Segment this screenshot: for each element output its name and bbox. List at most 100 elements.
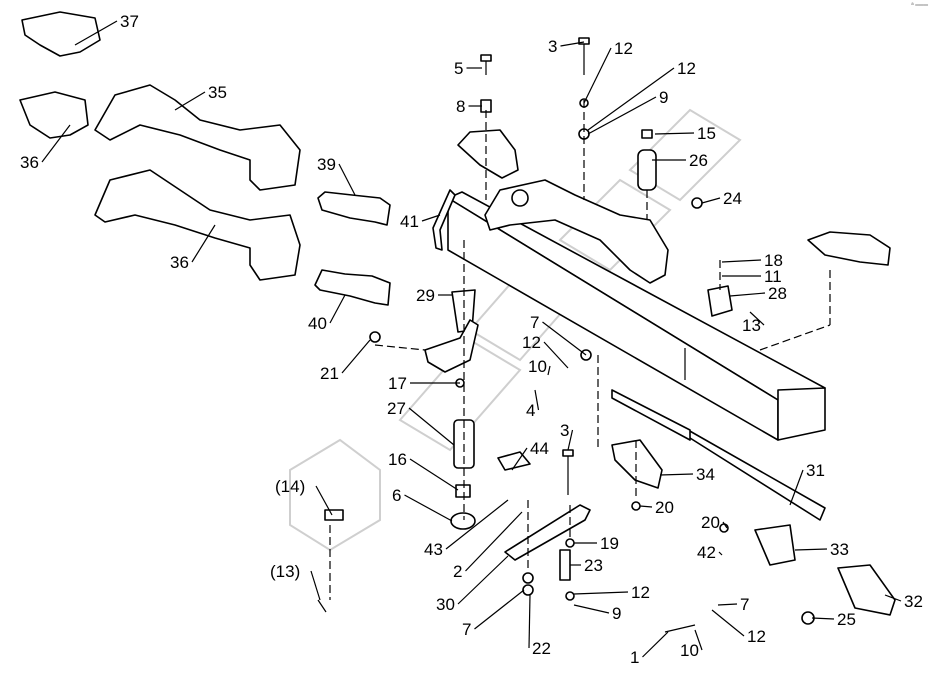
leader-line	[174, 91, 206, 111]
callout-34: 34	[659, 465, 715, 484]
callout-label: 8	[456, 97, 465, 116]
callout-label: 43	[424, 540, 443, 559]
callout-42: 42	[697, 543, 723, 562]
callout-label: 25	[837, 610, 856, 629]
leader-line	[573, 604, 610, 614]
callout-label: 37	[120, 12, 139, 31]
plate-40	[314, 269, 391, 306]
callout-6: 6	[392, 486, 453, 522]
callout-5: 5	[454, 59, 482, 78]
leader-line	[711, 609, 745, 637]
callout-37: 37	[74, 12, 139, 46]
callout-label: 7	[530, 313, 539, 332]
callout-label: 13	[742, 316, 761, 335]
callout-label: 16	[388, 450, 407, 469]
leader-line	[884, 594, 902, 602]
callout-11: 11	[722, 267, 782, 286]
callout-label: 15	[697, 124, 716, 143]
callout-label: 36	[170, 253, 189, 272]
callout-label: 20	[701, 513, 720, 532]
bar-upper	[611, 389, 691, 441]
callout-36: 36	[170, 224, 216, 272]
callout-39: 39	[317, 155, 356, 196]
callout-label: 33	[830, 540, 849, 559]
plate-36-small	[19, 91, 89, 139]
leader-line	[789, 469, 804, 506]
callout-29: 29	[416, 286, 452, 305]
callout-label: 6	[392, 486, 401, 505]
callout-24: 24	[701, 189, 742, 208]
callout-label: 44	[530, 439, 549, 458]
callout-3: 3	[548, 37, 585, 56]
callout-label: 22	[532, 639, 551, 658]
callout-23: 23	[570, 556, 603, 575]
callout-41: 41	[400, 212, 441, 231]
bracket-28	[707, 285, 733, 317]
callout-label: 26	[689, 151, 708, 170]
callout-2: 2	[453, 511, 523, 581]
callout-label: 12	[614, 39, 633, 58]
callout-31: 31	[789, 461, 825, 506]
callout-12: 12	[711, 609, 766, 646]
plate-right	[807, 231, 891, 266]
plate-37	[21, 11, 101, 57]
callout-25: 25	[811, 610, 856, 629]
callout-32: 32	[884, 592, 923, 611]
callout-20: 20	[701, 513, 728, 532]
callout-label: 7	[740, 595, 749, 614]
leader-line	[547, 365, 551, 376]
leader-line	[721, 259, 762, 263]
callout-label: 11	[764, 267, 782, 286]
callout-40: 40	[308, 294, 346, 333]
leader-line	[315, 485, 333, 516]
callout-label: 17	[388, 374, 407, 393]
callout-label: 32	[904, 592, 923, 611]
callout-label: 4	[526, 401, 535, 420]
leader-line	[587, 96, 657, 135]
callout-label: (14)	[275, 477, 305, 496]
callout-label: 7	[462, 620, 471, 639]
callout-label: 19	[600, 534, 619, 553]
leader-line	[457, 555, 509, 605]
callout-label: 12	[747, 627, 766, 646]
leader-line	[409, 458, 459, 491]
leader-line	[338, 163, 356, 196]
leader-line	[528, 594, 531, 649]
leader-line	[639, 505, 653, 508]
callout-label: 34	[696, 465, 715, 484]
callout-27: 27	[387, 399, 455, 446]
callout-9: 9	[587, 88, 668, 135]
leader-line	[542, 321, 587, 356]
leader-line	[587, 67, 675, 131]
callout-label: 28	[768, 284, 787, 303]
pin-26	[637, 149, 657, 191]
leader-line	[722, 521, 728, 529]
callout-36: 36	[20, 124, 71, 172]
callout-label: 42	[697, 543, 716, 562]
callout-label: 3	[560, 421, 569, 440]
callout-12: 12	[587, 59, 696, 131]
leader-line	[567, 429, 574, 451]
callout-9: 9	[573, 604, 621, 623]
callout-13: (13)	[270, 562, 321, 601]
plate-35	[94, 84, 301, 191]
callout-label: 18	[764, 251, 783, 270]
callout-44: 44	[511, 439, 549, 471]
leader-line	[749, 311, 765, 326]
callout-10: 10	[680, 629, 703, 660]
leader-line	[573, 591, 629, 595]
plate-36	[94, 169, 301, 281]
arm-bracket	[424, 319, 479, 373]
callout-33: 33	[794, 540, 849, 559]
leader-line	[41, 124, 71, 163]
callout-label: 10	[528, 357, 547, 376]
callout-label: 30	[436, 595, 455, 614]
callout-12: 12	[522, 333, 569, 369]
assembly-lines	[329, 100, 831, 600]
leader-line	[560, 41, 585, 47]
callout-4: 4	[526, 389, 540, 420]
callout-label: 12	[677, 59, 696, 78]
callout-label: 12	[631, 583, 650, 602]
callout-20: 20	[639, 498, 674, 517]
callout-7: 7	[530, 313, 587, 356]
